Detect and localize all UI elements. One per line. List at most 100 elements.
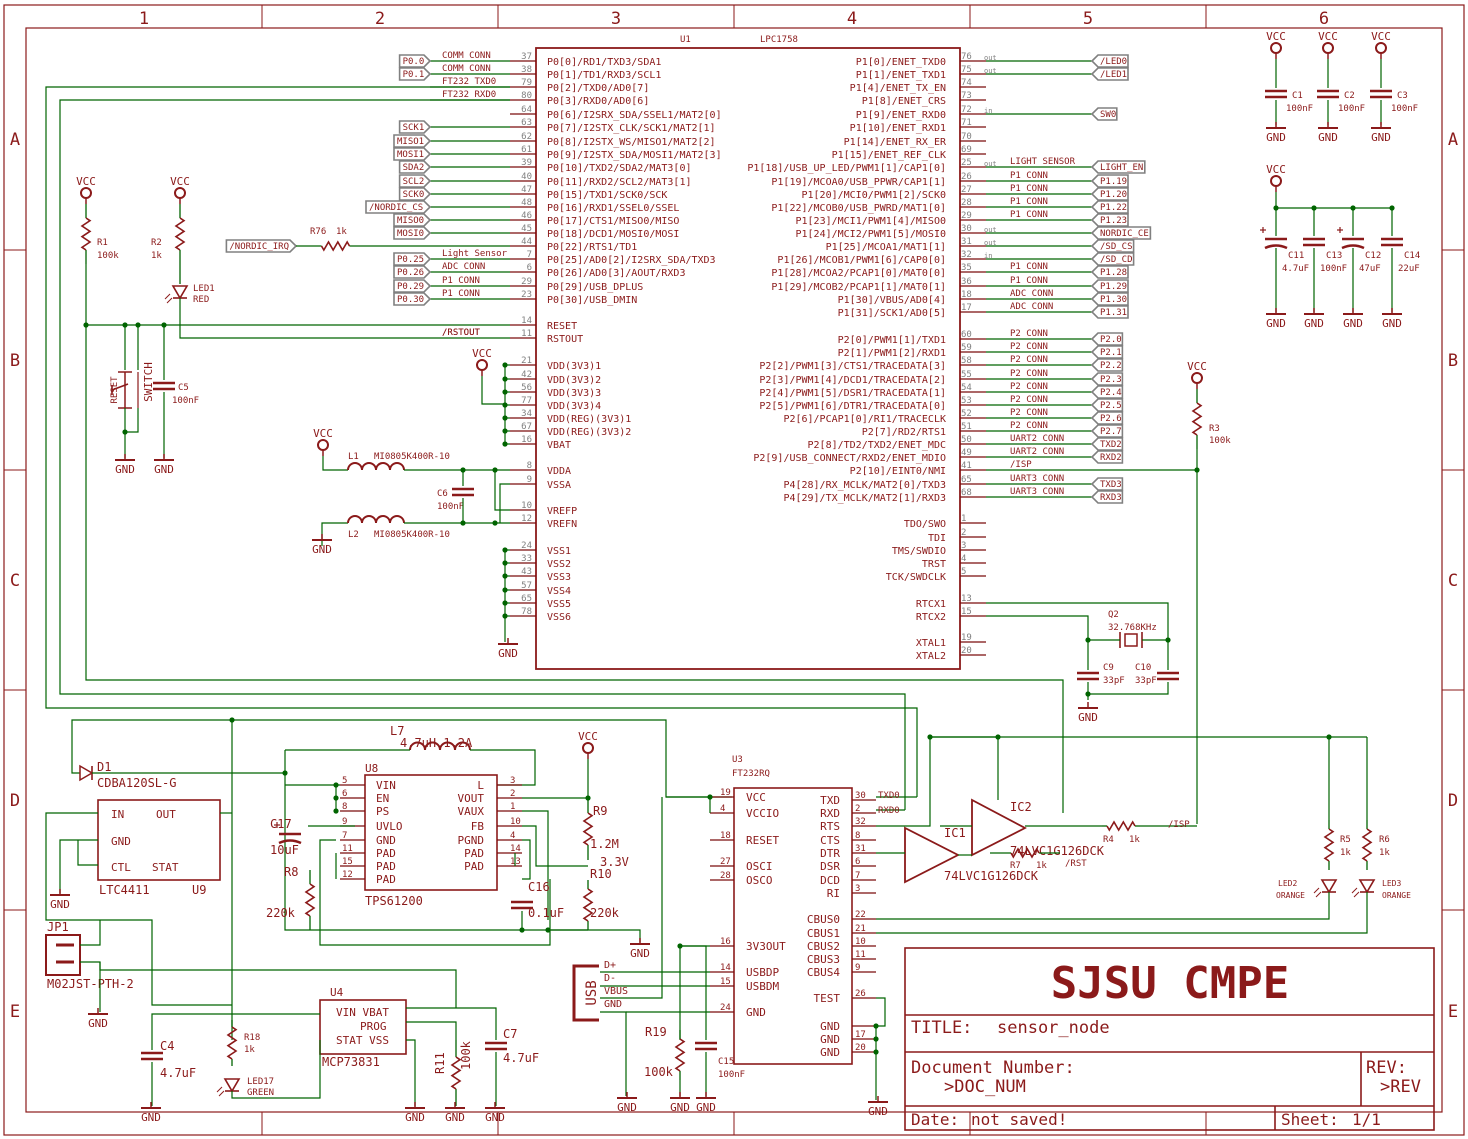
led-symbol: [1320, 879, 1338, 894]
u1-pin-number: 46: [521, 211, 532, 221]
u1-pin-number: 55: [961, 370, 972, 380]
label: 100nF: [172, 396, 199, 406]
vcc-label: VCC: [472, 347, 492, 360]
junction-dot: [1326, 734, 1332, 740]
label: U4: [330, 986, 344, 999]
label: PAD: [376, 847, 396, 860]
label: U3: [732, 755, 743, 765]
u1-pin-number: 72: [961, 105, 972, 115]
gnd-label: GND: [1266, 131, 1286, 144]
label: L: [477, 779, 484, 792]
pin-number: 6: [342, 789, 347, 799]
label: MI0805K400R-10: [374, 530, 450, 540]
net-flag: MOSI1: [397, 150, 424, 160]
net-flag: P2.5: [1100, 401, 1122, 411]
vcc-label: VCC: [578, 730, 598, 743]
u1-pin-name: P0[11]/RXD2/SCL2/MAT3[1]: [547, 177, 692, 188]
u1-pin-number: 59: [961, 343, 972, 353]
pin-number: 24: [720, 1003, 731, 1013]
u1-pin-name: P1[20]/MCI0/PWM1[2]/SCK0: [802, 190, 947, 201]
label: L1: [348, 452, 359, 462]
label: CTS: [820, 834, 840, 847]
label: 100nF: [1338, 104, 1365, 114]
u1-pin-number: 57: [521, 581, 532, 591]
label: 100nF: [1320, 264, 1347, 274]
vcc-symbol: [1191, 372, 1203, 384]
label: JP1: [47, 920, 69, 934]
label: R1: [97, 238, 108, 248]
pin-number: 1: [510, 802, 515, 812]
u1-pin-number: 75: [961, 65, 972, 75]
u1-pin-name: VSS2: [547, 559, 571, 570]
u1-pin-name: VDD(REG)(3V3)1: [547, 414, 631, 425]
u1-pin-name: TCK/SWDCLK: [886, 572, 946, 583]
u1-pin-number: 62: [521, 132, 532, 142]
pin-number: 2: [855, 804, 860, 814]
net-flag-box: [1090, 345, 1124, 359]
u1-pin-name: P0[7]/I2STX_CLK/SCK1/MAT2[1]: [547, 123, 716, 134]
resistor: [674, 1038, 686, 1072]
net-flag-box: [398, 187, 432, 201]
net-flag: MOSI0: [397, 229, 424, 239]
gnd-label: GND: [1078, 711, 1098, 724]
u1-pin-name: P0[1]/TD1/RXD3/SCL1: [547, 70, 661, 81]
u1-pin-name: P2[3]/PWM1[4]/DCD1/TRACEDATA[2]: [759, 375, 946, 386]
net-flag-box: [393, 226, 432, 240]
net-flag: P2.2: [1100, 361, 1122, 371]
u1-pin-number: 78: [521, 607, 532, 617]
gnd-label: GND: [498, 647, 518, 660]
net-flag-box: [393, 265, 432, 279]
net-flag-box: [1090, 265, 1129, 279]
net-label: Light Sensor: [442, 249, 508, 259]
rev-value: >REV: [1380, 1077, 1421, 1097]
u1-pin-name: P0[15]/TXD1/SCK0/SCK: [547, 190, 667, 201]
net-label: P2 CONN: [1010, 342, 1048, 352]
label: EN: [376, 792, 389, 805]
net-label: P1 CONN: [1010, 184, 1048, 194]
net-flag-box: [393, 279, 432, 293]
u1-pin-number: 44: [521, 237, 532, 247]
label: 3V3OUT: [746, 940, 786, 953]
net-label: COMM CONN: [442, 64, 491, 74]
net-flag-box: [1090, 279, 1129, 293]
u1-pin-name: RSTOUT: [547, 334, 583, 345]
u1-pin-name: P1[15]/ENET_REF_CLK: [832, 150, 946, 161]
net-flag-box: [398, 160, 432, 174]
u1-pin-number: 45: [521, 224, 532, 234]
net-flag: /LED0: [1100, 57, 1127, 67]
u1-pin-name: P2[1]/PWM1[2]/RXD1: [838, 348, 946, 359]
label: /ISP: [1168, 820, 1190, 830]
u1-pin-number: 79: [521, 78, 532, 88]
label: R8: [284, 865, 298, 879]
net-label: /ISP: [1010, 460, 1032, 470]
vcc-label: VCC: [1371, 30, 1391, 43]
row-marker: B: [1448, 351, 1458, 371]
label: 47uF: [1359, 264, 1381, 274]
junction-dot: [1350, 205, 1356, 211]
u1-pin-name: VDDA: [547, 466, 571, 477]
u1-pin-name: P1[29]/MCOB2/PCAP1[1]/MAT0[1]: [771, 282, 946, 293]
label: PAD: [376, 860, 396, 873]
pin-number: 9: [342, 817, 347, 827]
net-flag: P2.6: [1100, 414, 1122, 424]
resistor: [1106, 820, 1136, 832]
label: 1k: [1036, 861, 1047, 871]
column-marker: 5: [1083, 9, 1093, 29]
net-flag-box: [398, 67, 432, 81]
u1-pin-name: P0[6]/I2SRX_SDA/SSEL1/MAT2[0]: [547, 110, 722, 121]
u1-pin-name: P2[9]/USB_CONNECT/RXD2/ENET_MDIO: [753, 453, 946, 464]
pin-number: 8: [342, 802, 347, 812]
pin-number: 22: [855, 910, 866, 920]
pin-number: 17: [855, 1030, 866, 1040]
led-symbol: [1358, 879, 1376, 894]
label: RESET: [110, 376, 120, 404]
gnd-label: GND: [1266, 317, 1286, 330]
net-label: ADC CONN: [1010, 302, 1053, 312]
pin-direction: out: [984, 239, 997, 247]
u1-pin-number: 69: [961, 145, 972, 155]
gnd-label: GND: [1304, 317, 1324, 330]
u1-pin-number: 77: [521, 396, 532, 406]
net-label: UART2 CONN: [1010, 434, 1064, 444]
